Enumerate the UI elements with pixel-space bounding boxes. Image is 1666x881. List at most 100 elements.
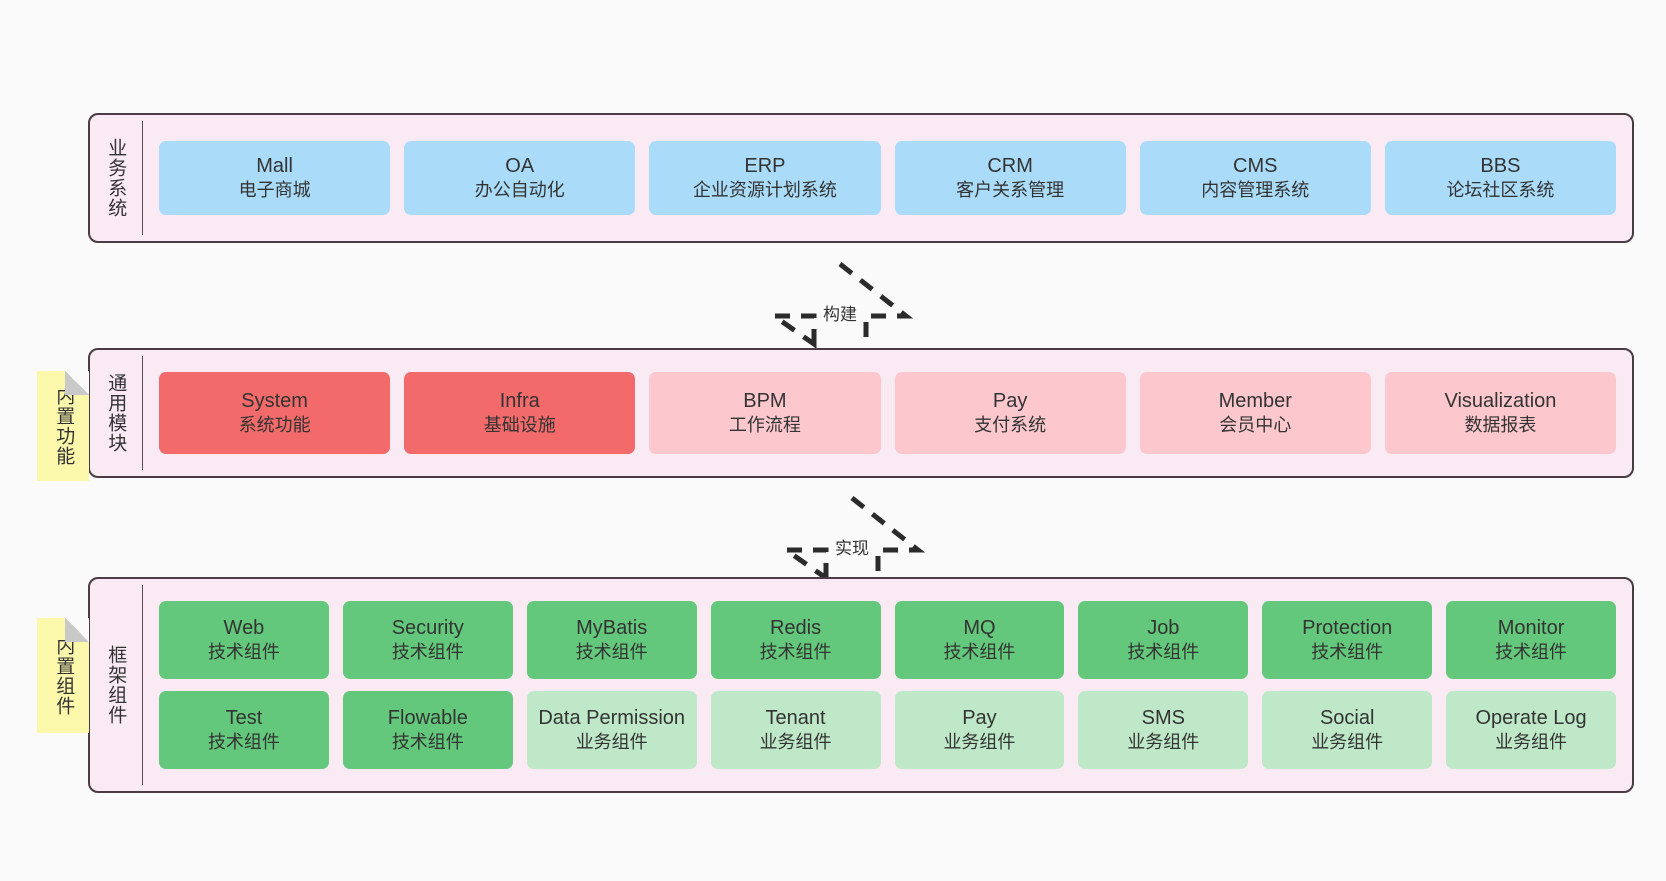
card-subtitle: 系统功能 <box>238 415 311 436</box>
card-subtitle: 办公自动化 <box>474 180 565 201</box>
card-subtitle: 会员中心 <box>1219 415 1292 436</box>
card-subtitle: 业务组件 <box>759 732 832 753</box>
card-infra[interactable]: Infra 基础设施 <box>404 372 636 454</box>
card-monitor[interactable]: Monitor 技术组件 <box>1446 601 1616 679</box>
card-title: Job <box>1147 617 1180 640</box>
card-title: BBS <box>1480 155 1521 178</box>
card-row: Web 技术组件 Security 技术组件 MyBatis 技术组件 Redi… <box>159 601 1616 679</box>
card-system[interactable]: System 系统功能 <box>159 372 391 454</box>
card-title: Mall <box>256 155 293 178</box>
card-mall[interactable]: Mall 电子商城 <box>159 141 391 215</box>
card-subtitle: 技术组件 <box>1127 642 1200 663</box>
card-test[interactable]: Test 技术组件 <box>159 691 329 769</box>
card-subtitle: 支付系统 <box>974 415 1047 436</box>
dashed-hollow-arrow-icon <box>766 262 914 349</box>
card-title: Monitor <box>1497 617 1565 640</box>
arrow-label-build: 构建 <box>823 305 857 324</box>
card-subtitle: 企业资源计划系统 <box>692 180 837 201</box>
card-title: BPM <box>743 390 787 413</box>
dashed-hollow-arrow-icon <box>778 496 926 583</box>
card-row: Test 技术组件 Flowable 技术组件 Data Permission … <box>159 691 1616 769</box>
card-title: Pay <box>992 390 1028 413</box>
card-title: System <box>241 390 308 413</box>
card-title: Pay <box>962 707 997 730</box>
card-subtitle: 业务组件 <box>575 732 648 753</box>
card-title: Data Permission <box>538 707 686 730</box>
layer-framework-component: 框架组件 Web 技术组件 Security 技术组件 MyBatis 技术组件… <box>88 577 1634 793</box>
card-subtitle: 技术组件 <box>943 642 1016 663</box>
card-title: Test <box>225 707 263 730</box>
card-subtitle: 业务组件 <box>1311 732 1384 753</box>
card-title: MQ <box>963 617 996 640</box>
card-subtitle: 技术组件 <box>759 642 832 663</box>
card-redis[interactable]: Redis 技术组件 <box>710 601 881 679</box>
generalization-arrow-realize: 实现 <box>772 492 932 583</box>
layer-title-framework: 框架组件 <box>90 585 143 785</box>
card-mybatis[interactable]: MyBatis 技术组件 <box>526 601 697 679</box>
card-oa[interactable]: OA 办公自动化 <box>404 141 636 215</box>
layer-title-business: 业务系统 <box>90 121 143 235</box>
card-subtitle: 工作流程 <box>728 415 801 436</box>
card-erp[interactable]: ERP 企业资源计划系统 <box>649 141 881 215</box>
card-subtitle: 客户关系管理 <box>956 180 1065 201</box>
card-subtitle: 技术组件 <box>391 732 464 753</box>
layer-title-common: 通用模块 <box>90 356 143 470</box>
note-builtin-component: 内置组件 <box>37 618 89 733</box>
card-title: OA <box>505 155 535 178</box>
card-title: Infra <box>499 390 540 413</box>
card-security[interactable]: Security 技术组件 <box>342 601 513 679</box>
card-flowable[interactable]: Flowable 技术组件 <box>342 691 513 769</box>
card-social[interactable]: Social 业务组件 <box>1262 691 1433 769</box>
layer-common-module: 通用模块 System 系统功能 Infra 基础设施 BPM 工作流程 Pay… <box>88 348 1634 478</box>
card-row: System 系统功能 Infra 基础设施 BPM 工作流程 Pay 支付系统… <box>159 372 1617 454</box>
card-subtitle: 内容管理系统 <box>1201 180 1310 201</box>
card-member[interactable]: Member 会员中心 <box>1139 372 1371 454</box>
arrow-label-realize: 实现 <box>835 539 869 558</box>
card-subtitle: 基础设施 <box>483 415 556 436</box>
generalization-arrow-build: 构建 <box>760 258 920 349</box>
card-tenant[interactable]: Tenant 业务组件 <box>710 691 881 769</box>
card-subtitle: 数据报表 <box>1464 415 1537 436</box>
card-subtitle: 业务组件 <box>1495 732 1568 753</box>
card-subtitle: 技术组件 <box>207 732 280 753</box>
card-title: Flowable <box>387 707 468 730</box>
card-title: Security <box>391 617 464 640</box>
card-subtitle: 技术组件 <box>575 642 648 663</box>
card-bpm[interactable]: BPM 工作流程 <box>649 372 881 454</box>
card-title: CRM <box>987 155 1033 178</box>
card-protection[interactable]: Protection 技术组件 <box>1262 601 1433 679</box>
card-bbs[interactable]: BBS 论坛社区系统 <box>1384 141 1617 215</box>
card-mq[interactable]: MQ 技术组件 <box>894 601 1065 679</box>
card-subtitle: 电子商城 <box>238 180 311 201</box>
card-subtitle: 技术组件 <box>207 642 280 663</box>
card-title: Social <box>1319 707 1375 730</box>
card-title: Visualization <box>1444 390 1557 413</box>
card-subtitle: 业务组件 <box>943 732 1016 753</box>
card-sms[interactable]: SMS 业务组件 <box>1078 691 1249 769</box>
card-title: Protection <box>1302 617 1393 640</box>
card-operate-log[interactable]: Operate Log 业务组件 <box>1446 691 1616 769</box>
card-subtitle: 论坛社区系统 <box>1446 180 1555 201</box>
card-data-permission[interactable]: Data Permission 业务组件 <box>526 691 697 769</box>
card-subtitle: 业务组件 <box>1127 732 1200 753</box>
card-job[interactable]: Job 技术组件 <box>1078 601 1249 679</box>
card-title: Redis <box>769 617 822 640</box>
card-visualization[interactable]: Visualization 数据报表 <box>1384 372 1617 454</box>
card-crm[interactable]: CRM 客户关系管理 <box>894 141 1126 215</box>
card-title: Operate Log <box>1475 707 1587 730</box>
layer-business-system: 业务系统 Mall 电子商城 OA 办公自动化 ERP 企业资源计划系统 CRM… <box>88 113 1634 243</box>
card-pay[interactable]: Pay 支付系统 <box>894 372 1126 454</box>
card-subtitle: 技术组件 <box>391 642 464 663</box>
card-title: CMS <box>1233 155 1278 178</box>
card-title: MyBatis <box>576 617 648 640</box>
card-pay-business[interactable]: Pay 业务组件 <box>894 691 1065 769</box>
card-title: Web <box>223 617 265 640</box>
card-row: Mall 电子商城 OA 办公自动化 ERP 企业资源计划系统 CRM 客户关系… <box>159 141 1617 215</box>
card-title: Tenant <box>765 707 826 730</box>
card-title: ERP <box>744 155 786 178</box>
card-cms[interactable]: CMS 内容管理系统 <box>1139 141 1371 215</box>
card-web[interactable]: Web 技术组件 <box>159 601 329 679</box>
card-subtitle: 技术组件 <box>1311 642 1384 663</box>
note-builtin-function: 内置功能 <box>37 371 89 481</box>
card-title: Member <box>1218 390 1292 413</box>
